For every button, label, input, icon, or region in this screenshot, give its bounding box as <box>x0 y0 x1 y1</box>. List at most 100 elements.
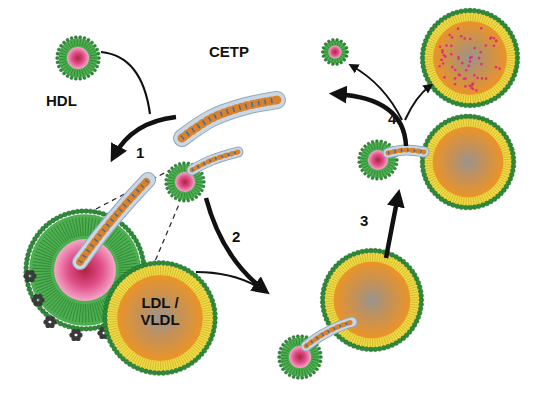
illustration-part <box>360 249 365 254</box>
illustration-part <box>342 54 346 55</box>
illustration-part <box>426 49 434 51</box>
illustration-part <box>281 355 288 357</box>
illustration-part <box>371 170 374 175</box>
illustration-part <box>281 358 288 360</box>
illustration-part <box>63 65 68 69</box>
illustration-part <box>485 44 488 47</box>
cycle-arrow <box>405 86 430 120</box>
illustration-part <box>417 285 422 290</box>
illustration-part <box>90 304 93 322</box>
illustration-part <box>126 279 132 286</box>
illustration-part <box>359 255 361 263</box>
illustration-part <box>329 43 331 46</box>
illustration-part <box>213 320 218 325</box>
illustration-part <box>170 174 175 177</box>
illustration-part <box>79 39 81 46</box>
illustration-part <box>284 340 287 343</box>
illustration-part <box>428 176 435 179</box>
illustration-part <box>374 253 376 261</box>
illustration-part <box>515 51 520 56</box>
illustration-part <box>318 347 321 350</box>
illustration-part <box>88 326 93 331</box>
illustration-part <box>86 67 90 72</box>
illustration-part <box>168 180 174 182</box>
illustration-part <box>175 169 179 174</box>
apolipoprotein <box>69 329 82 341</box>
illustration-part <box>79 304 81 322</box>
illustration-part <box>306 322 352 346</box>
illustration-part <box>144 262 149 267</box>
illustration-part <box>194 285 201 291</box>
illustration-part <box>469 84 472 87</box>
illustration-part <box>489 37 492 40</box>
illustration-part <box>472 103 477 108</box>
illustration-part <box>389 160 395 161</box>
illustration-part <box>485 77 488 80</box>
illustration-part <box>473 74 476 77</box>
illustration-part <box>77 70 78 77</box>
illustration-part <box>359 152 362 155</box>
illustration-part <box>337 59 338 63</box>
illustration-part <box>189 350 195 357</box>
illustration-part <box>402 270 408 275</box>
ldl-particle <box>320 248 424 352</box>
illustration-part <box>80 180 148 262</box>
illustration-part <box>108 324 117 325</box>
illustration-part <box>389 162 395 163</box>
illustration-part <box>340 61 343 64</box>
illustration-part <box>169 177 175 179</box>
illustration-part <box>184 193 185 199</box>
illustration-part <box>477 94 479 102</box>
illustration-part <box>174 359 177 368</box>
illustration-part <box>339 58 341 61</box>
illustration-part <box>472 13 474 21</box>
illustration-part <box>312 359 318 360</box>
illustration-part <box>472 95 474 103</box>
illustration-part <box>56 56 59 59</box>
illustration-part <box>287 366 292 371</box>
illustration-part <box>288 374 291 377</box>
illustration-part <box>282 343 285 346</box>
illustration-part <box>330 316 338 319</box>
illustration-part <box>339 43 341 46</box>
illustration-part <box>324 43 327 46</box>
illustration-part <box>202 185 205 188</box>
illustration-part <box>175 191 179 196</box>
illustration-part <box>74 77 77 80</box>
illustration-part <box>476 9 481 14</box>
illustration-part <box>118 286 125 292</box>
illustration-part <box>498 67 501 70</box>
illustration-part <box>60 53 66 55</box>
illustration-part <box>109 326 118 328</box>
illustration-part <box>60 69 63 72</box>
illustration-part <box>201 331 210 334</box>
illustration-part <box>473 119 474 127</box>
illustration-part <box>69 220 75 238</box>
illustration-part <box>490 36 493 39</box>
illustration-part <box>440 59 443 62</box>
illustration-part <box>397 329 402 335</box>
illustration-part <box>117 342 125 347</box>
illustration-part <box>377 249 382 254</box>
illustration-part <box>172 189 177 193</box>
illustration-part <box>325 295 333 297</box>
illustration-part <box>454 83 457 86</box>
illustration-part <box>130 353 135 361</box>
illustration-part <box>66 75 69 78</box>
illustration-part <box>70 76 73 79</box>
illustration-part <box>185 276 191 283</box>
illustration-part <box>458 197 460 204</box>
hdl-particle <box>321 38 349 65</box>
illustration-part <box>162 361 164 370</box>
hdl-particle <box>358 140 399 181</box>
illustration-part <box>58 38 98 78</box>
illustration-part <box>381 337 383 345</box>
illustration-part <box>484 92 487 99</box>
illustration-part <box>292 336 295 339</box>
illustration-part <box>323 40 346 63</box>
illustration-part <box>468 8 473 13</box>
illustration-part <box>74 36 77 39</box>
illustration-part <box>426 51 434 52</box>
illustration-part <box>306 322 352 346</box>
